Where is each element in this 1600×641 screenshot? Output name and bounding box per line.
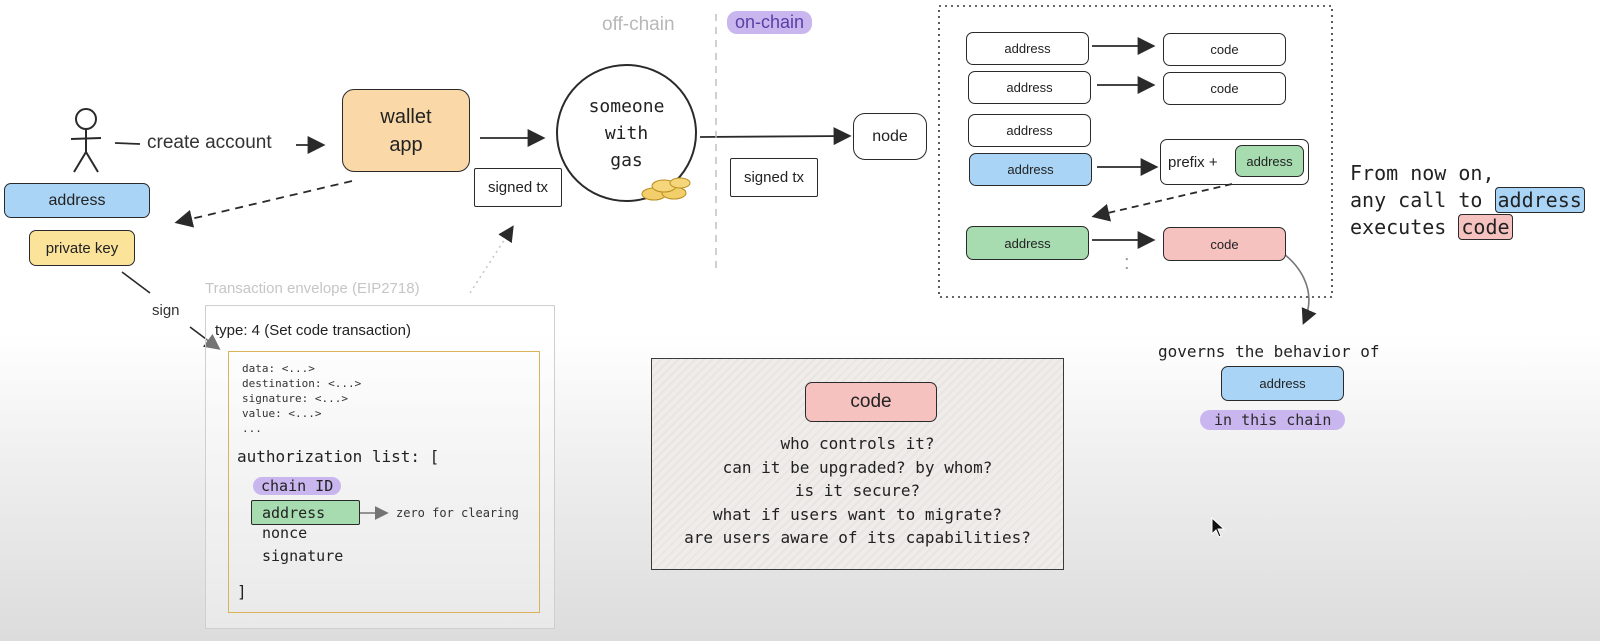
- someone-line3: gas: [610, 149, 643, 171]
- registry-row5-code-label: code: [1210, 236, 1239, 252]
- governs-text: governs the behavior of: [1158, 342, 1380, 361]
- wallet-app-line1: wallet: [380, 105, 432, 128]
- question-upgraded: can it be upgraded? by whom?: [722, 457, 993, 477]
- registry-row5-address-label: address: [1004, 235, 1051, 251]
- signed-tx-box-on-chain: signed tx: [730, 158, 818, 197]
- tx-field-value: value: <...>: [242, 407, 322, 420]
- tx-payload-box: [228, 351, 540, 613]
- tx-field-ellipsis: ...: [242, 422, 262, 435]
- code-questions-panel: [651, 358, 1064, 570]
- registry-prefix-label: prefix +: [1168, 153, 1218, 171]
- registry-row1-address-label: address: [1004, 41, 1051, 56]
- in-this-chain-label: in this chain: [1200, 410, 1346, 430]
- registry-row2-address-label: address: [1006, 80, 1053, 95]
- governs-address-label: address: [1259, 376, 1306, 391]
- registry-row2-address: address: [968, 71, 1091, 104]
- someone-line2: with: [604, 122, 649, 144]
- registry-row4-address-label: address: [1007, 162, 1054, 177]
- code-title-label: code: [850, 391, 892, 412]
- auth-nonce: nonce: [262, 524, 308, 542]
- tx-fields-list: data: <...> destination: <...> signature…: [242, 361, 361, 436]
- question-aware: are users aware of its capabilities?: [684, 528, 1031, 547]
- wallet-app-line2: app: [389, 133, 423, 156]
- gas-coins-icon: [641, 177, 691, 201]
- statement-code-highlight: code: [1458, 214, 1513, 240]
- mouse-cursor-icon: [1211, 517, 1226, 538]
- statement-address-highlight: address: [1494, 187, 1585, 213]
- question-migrate: what if users want to migrate?: [713, 504, 1002, 524]
- auth-address-label: address: [262, 503, 326, 522]
- authorization-list-close: ]: [237, 582, 247, 601]
- tx-field-data: data: <...>: [242, 362, 315, 375]
- registry-row5-address: address: [966, 226, 1089, 260]
- envelope-caption: Transaction envelope (EIP2718): [205, 280, 420, 297]
- question-who-controls: who controls it?: [780, 434, 935, 453]
- auth-signature: signature: [262, 547, 344, 565]
- tx-type-label: type: 4 (Set code transaction): [215, 322, 411, 339]
- signed-tx-label-on-chain: signed tx: [743, 169, 805, 186]
- statement-line3-prefix: executes: [1350, 215, 1447, 239]
- statement-line1: From now on,: [1350, 161, 1495, 185]
- transaction-envelope: [205, 305, 555, 629]
- someone-line1: someone: [588, 95, 665, 117]
- registry-row1-code-label: code: [1210, 42, 1239, 57]
- statement-line2: any call to address: [1350, 187, 1585, 214]
- node-label: node: [872, 127, 908, 145]
- tx-field-signature: signature: <...>: [242, 392, 348, 405]
- statement-text: From now on, any call to address execute…: [1350, 160, 1585, 241]
- registry-row3-address: address: [968, 114, 1091, 147]
- zero-for-clearing-note: zero for clearing: [396, 506, 519, 520]
- registry-row5-code: code: [1163, 227, 1286, 261]
- statement-line3: executes code: [1350, 214, 1585, 241]
- user-address-box: address: [4, 183, 150, 218]
- user-stick-figure-icon: [70, 108, 102, 173]
- auth-address-box: address: [251, 500, 360, 525]
- authorization-list-open: authorization list: [: [237, 447, 440, 466]
- registry-ellipsis: :: [1124, 252, 1130, 274]
- registry-delegated-address: address: [1235, 145, 1304, 177]
- private-key-label: private key: [45, 239, 119, 257]
- tx-field-destination: destination: <...>: [242, 377, 362, 390]
- code-questions-list: who controls it? can it be upgraded? by …: [651, 432, 1064, 550]
- registry-row4-address: address: [969, 153, 1092, 186]
- statement-line2-prefix: any call to: [1350, 188, 1483, 212]
- node-box: node: [853, 113, 927, 160]
- governs-address-box: address: [1221, 366, 1344, 401]
- question-secure: is it secure?: [794, 481, 921, 500]
- create-account-label: create account: [147, 132, 272, 153]
- signed-tx-box-off-chain: signed tx: [474, 168, 562, 207]
- registry-row2-code-label: code: [1210, 81, 1239, 96]
- signed-tx-label-off-chain: signed tx: [487, 179, 549, 196]
- registry-delegated-address-label: address: [1246, 153, 1293, 169]
- registry-row1-code: code: [1163, 33, 1286, 66]
- someone-with-gas-circle: someone with gas: [556, 64, 697, 202]
- on-chain-label: on-chain: [727, 11, 813, 34]
- off-chain-label: off-chain: [602, 14, 675, 35]
- registry-row3-address-label: address: [1006, 123, 1053, 138]
- code-title-box: code: [805, 382, 937, 422]
- auth-chain-id: chain ID: [253, 477, 342, 495]
- registry-row2-code: code: [1163, 72, 1286, 105]
- private-key-box: private key: [29, 230, 135, 266]
- registry-row4-delegation: prefix + address: [1160, 139, 1309, 185]
- registry-row1-address: address: [966, 32, 1089, 65]
- sign-label: sign: [152, 302, 180, 319]
- user-address-label: address: [48, 191, 106, 209]
- wallet-app-box: wallet app: [342, 89, 470, 172]
